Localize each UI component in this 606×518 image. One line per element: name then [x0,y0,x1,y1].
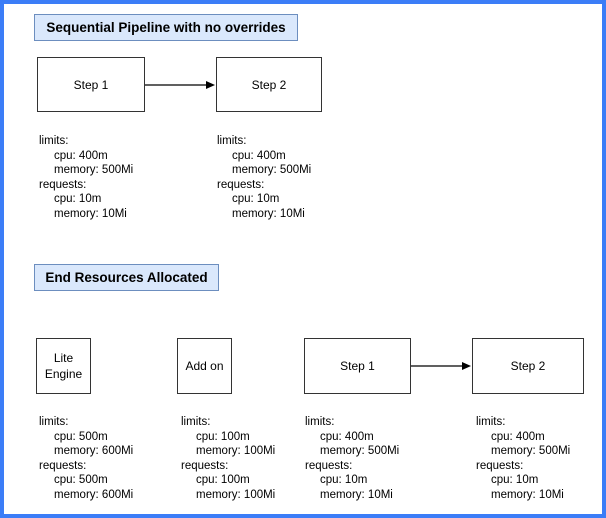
resources-step1: limits: cpu: 400m memory: 500Mi requests: cp… [39,134,133,221]
resource-line: limits: [476,416,506,428]
resource-line: memory: 10Mi [232,207,305,220]
resource-line: limits: [217,135,247,147]
resources-step2: limits: cpu: 400m memory: 500Mi requests: cp… [217,134,311,221]
resources-lite-engine: limits: cpu: 500m memory: 600Mi requests: cp… [39,415,133,502]
resource-line: cpu: 400m [491,430,545,443]
resources-add-on: limits: cpu: 100m memory: 100Mi requests: cp… [181,415,275,502]
node-end-step1: Step 1 [304,338,411,394]
resource-line: limits: [181,416,211,428]
resource-line: memory: 500Mi [320,445,400,457]
resource-line: requests: [39,459,87,472]
resource-line: requests: [39,178,87,191]
resource-line: cpu: 100m [196,474,250,486]
resource-line: cpu: 10m [232,193,280,205]
resource-line: limits: [305,416,335,428]
section1-title: Sequential Pipeline with no overrides [34,14,298,41]
resource-line: memory: 10Mi [54,207,127,220]
resource-line: cpu: 400m [320,430,374,443]
resource-line: memory: 600Mi [54,445,134,457]
resource-line: requests: [181,459,229,472]
resource-line: memory: 500Mi [232,164,312,176]
node-lite-engine: Lite Engine [36,338,91,394]
resource-line: cpu: 500m [54,430,108,443]
arrow-step1-to-step2 [145,81,215,89]
resource-line: cpu: 10m [54,193,102,205]
resource-line: cpu: 400m [232,149,286,162]
resource-line: memory: 100Mi [196,488,276,501]
resources-end-step2: limits: cpu: 400m memory: 500Mi requests: cp… [476,415,570,502]
resource-line: limits: [39,135,69,147]
resource-line: memory: 10Mi [491,488,564,501]
resource-line: memory: 500Mi [54,164,134,176]
resource-line: cpu: 400m [54,149,108,162]
resource-line: memory: 600Mi [54,488,134,501]
resource-line: memory: 10Mi [320,488,393,501]
resource-line: cpu: 10m [320,474,368,486]
resource-line: cpu: 500m [54,474,108,486]
node-step1: Step 1 [37,57,145,112]
resource-line: requests: [476,459,524,472]
node-end-step2: Step 2 [472,338,584,394]
arrow-end-step1-to-step2 [411,362,471,370]
node-add-on: Add on [177,338,232,394]
node-step2: Step 2 [216,57,322,112]
resource-line: limits: [39,416,69,428]
resources-end-step1: limits: cpu: 400m memory: 500Mi requests: cp… [305,415,399,502]
resource-line: memory: 100Mi [196,445,276,457]
resource-line: memory: 500Mi [491,445,571,457]
section2-title: End Resources Allocated [34,264,219,291]
resource-line: requests: [305,459,353,472]
resource-line: cpu: 10m [491,474,539,486]
resource-line: requests: [217,178,265,191]
resource-line: cpu: 100m [196,430,250,443]
